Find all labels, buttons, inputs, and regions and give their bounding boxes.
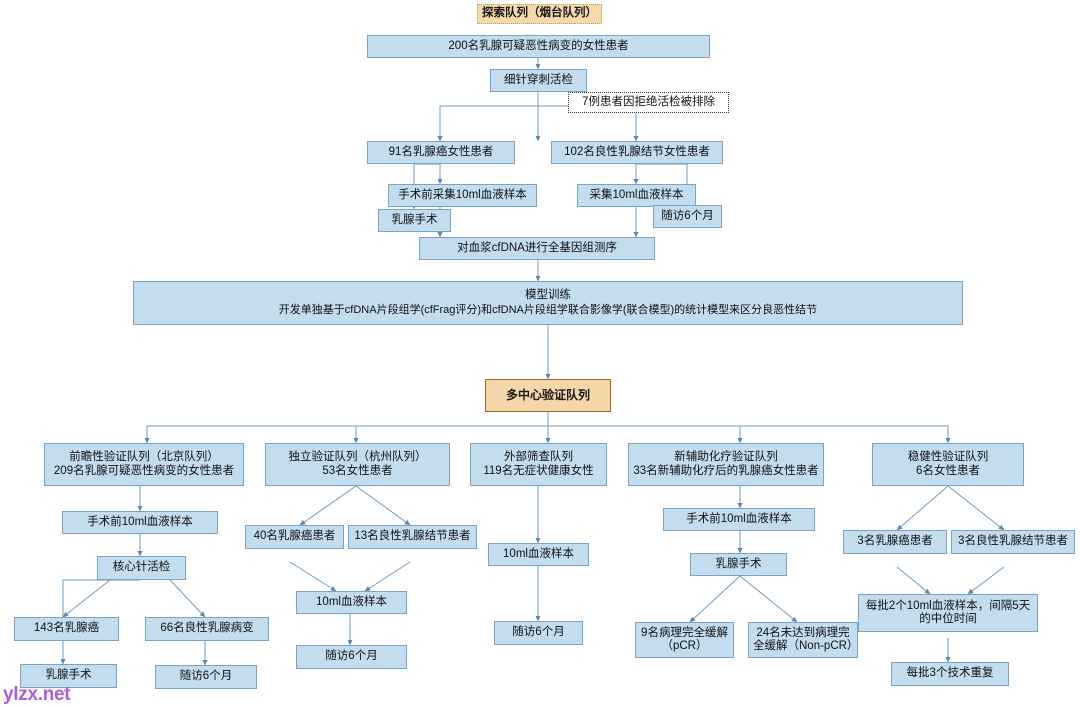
independent-followup-box: 随访6个月: [296, 645, 407, 669]
branch-independent-header: 独立验证队列（杭州队列） 53名女性患者: [265, 443, 450, 486]
prospective-benign-followup-box: 随访6个月: [155, 665, 257, 689]
robustness-batches-box: 每批2个10ml血液样本，间隔5天 的中位时间: [858, 594, 1038, 632]
external-followup-box: 随访6个月: [494, 621, 583, 645]
prospective-preop-blood-box: 手术前10ml血液样本: [62, 511, 218, 534]
breast-cancer-group-box: 91名乳腺癌女性患者: [367, 141, 515, 164]
robustness-replicates-box: 每批3个技术重复: [891, 662, 1009, 686]
independent-cancer-box: 40名乳腺癌患者: [245, 525, 344, 549]
benign-followup-box: 随访6个月: [653, 205, 722, 228]
prospective-cancer-box: 143名乳腺癌: [14, 617, 119, 641]
independent-blood-box: 10ml血液样本: [296, 591, 407, 614]
branch-external-screening-header: 外部筛查队列 119名无症状健康女性: [470, 443, 607, 486]
exploration-patients-box: 200名乳腺可疑恶性病变的女性患者: [367, 35, 710, 58]
external-blood-box: 10ml血液样本: [488, 543, 589, 566]
benign-blood-box: 采集10ml血液样本: [577, 184, 696, 207]
prospective-core-biopsy-box: 核心针活检: [97, 556, 186, 580]
model-training-line2: 开发单独基于cfDNA片段组学(cfFrag评分)和cfDNA片段组学联合影像学…: [278, 304, 818, 316]
neoadjuvant-nonpcr-box: 24名未达到病理完 全缓解（Non-pCR）: [748, 622, 858, 658]
neoadjuvant-surgery-box: 乳腺手术: [690, 553, 787, 576]
branch-robustness-header: 稳健性验证队列 6名女性患者: [872, 443, 1024, 486]
cancer-preop-blood-box: 手术前采集10ml血液样本: [388, 184, 537, 207]
model-training-line1: 模型训练: [525, 289, 571, 301]
model-training-box: 模型训练 开发单独基于cfDNA片段组学(cfFrag评分)和cfDNA片段组学…: [133, 281, 963, 325]
robustness-cancer-box: 3名乳腺癌患者: [843, 530, 947, 554]
watermark: ylzx.net: [3, 684, 71, 705]
cancer-surgery-box: 乳腺手术: [378, 209, 451, 232]
branch-neoadjuvant-header: 新辅助化疗验证队列 33名新辅助化疗后的乳腺癌女性患者: [628, 443, 824, 486]
independent-benign-box: 13名良性乳腺结节患者: [348, 525, 477, 549]
wgs-cfdna-box: 对血浆cfDNA进行全基因组测序: [419, 237, 655, 260]
exploration-cohort-title: 探索队列（烟台队列）: [477, 4, 602, 24]
excluded-patients-box: 7例患者因拒绝活检被排除: [568, 92, 729, 113]
benign-nodule-group-box: 102名良性乳腺结节女性患者: [551, 141, 723, 164]
branch-prospective-header: 前瞻性验证队列（北京队列） 209名乳腺可疑恶性病变的女性患者: [44, 443, 244, 486]
prospective-cancer-surgery-box: 乳腺手术: [20, 664, 117, 688]
neoadjuvant-preop-blood-box: 手术前10ml血液样本: [663, 508, 815, 531]
fna-biopsy-box: 细针穿刺活检: [490, 69, 587, 92]
robustness-benign-box: 3名良性乳腺结节患者: [951, 530, 1075, 554]
prospective-benign-box: 66名良性乳腺病变: [145, 617, 269, 641]
neoadjuvant-pcr-box: 9名病理完全缓解 （pCR）: [635, 622, 734, 658]
validation-cohort-title: 多中心验证队列: [485, 379, 611, 412]
